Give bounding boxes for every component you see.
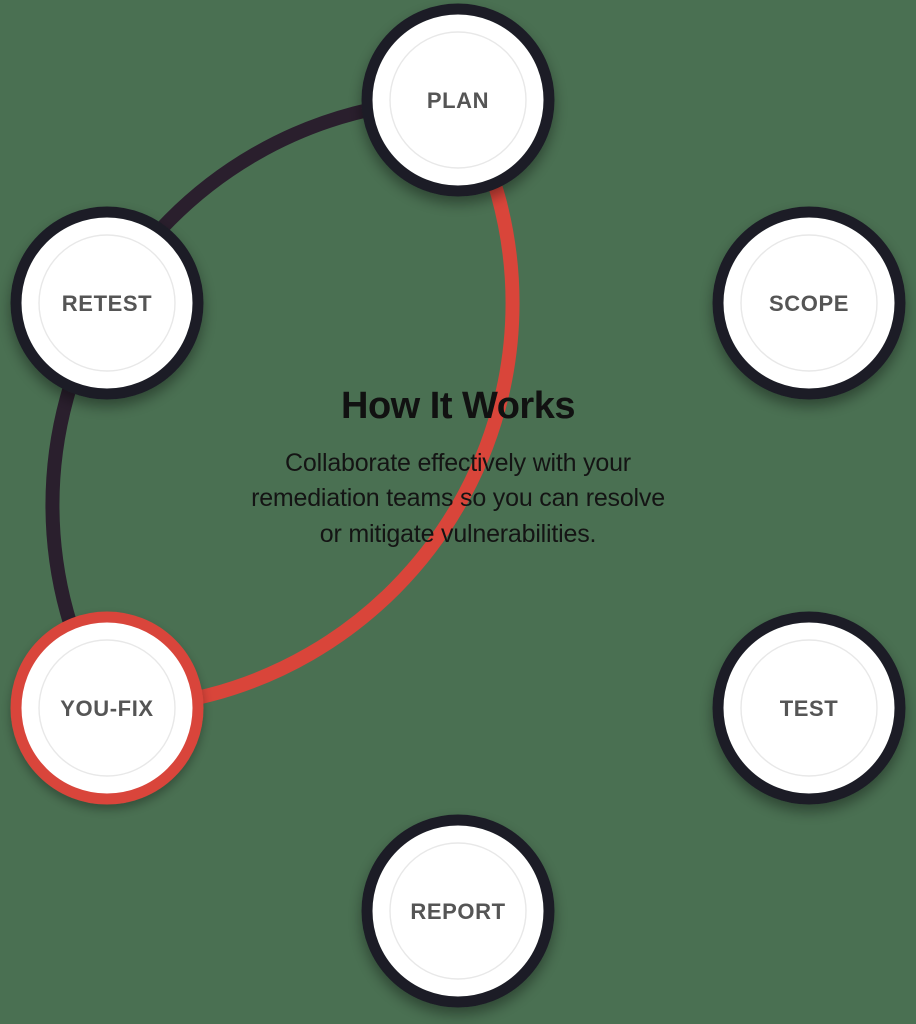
cycle-node-retest[interactable] — [10, 206, 204, 400]
cycle-node-test[interactable] — [712, 611, 906, 805]
retest-node-ring[interactable] — [10, 206, 204, 400]
test-node-ring[interactable] — [712, 611, 906, 805]
arc-red-plan-to-you-fix — [106, 96, 520, 716]
cycle-node-you-fix[interactable] — [10, 611, 204, 805]
cycle-node-scope[interactable] — [712, 206, 906, 400]
cycle-node-report[interactable] — [361, 814, 555, 1008]
cycle-nodes-layer — [10, 3, 906, 1008]
cycle-node-plan[interactable] — [361, 3, 555, 197]
you-fix-node-ring[interactable] — [10, 611, 204, 805]
plan-node-inner-outline — [389, 31, 527, 169]
report-node-ring[interactable] — [361, 814, 555, 1008]
test-node-inner-outline — [740, 639, 878, 777]
report-node-inner-outline — [389, 842, 527, 980]
plan-node-ring[interactable] — [361, 3, 555, 197]
scope-node-inner-outline — [740, 234, 878, 372]
you-fix-node-inner-outline — [38, 639, 176, 777]
scope-node-ring[interactable] — [712, 206, 906, 400]
retest-node-inner-outline — [38, 234, 176, 372]
